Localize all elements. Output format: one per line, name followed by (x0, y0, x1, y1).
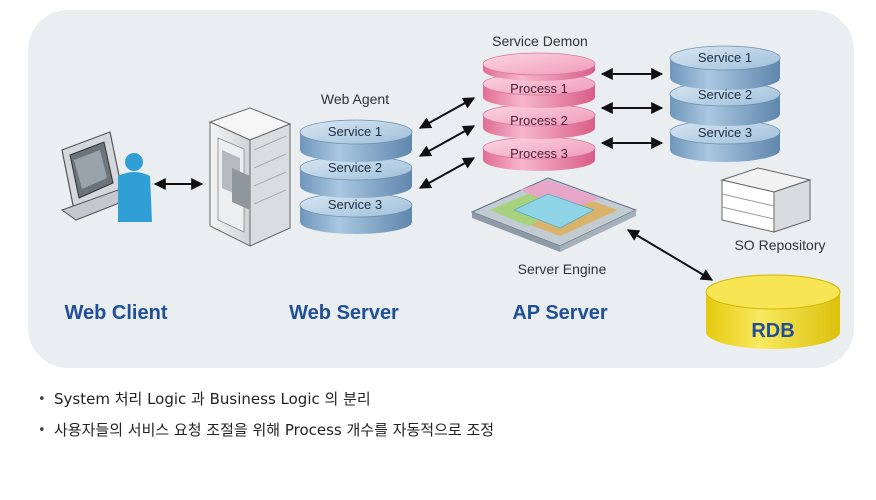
so-repository-icon (720, 167, 812, 233)
server-engine-icon (470, 177, 638, 252)
agent-process-arrow-1 (418, 97, 476, 129)
architecture-diagram: Web Agent Service 1 Service 2 Service 3 … (28, 10, 854, 368)
agent-process-arrow-2 (418, 125, 476, 157)
right-service-1: Service 1 (698, 50, 752, 65)
process-1: Process 1 (510, 81, 568, 96)
rdb-label: RDB (751, 320, 794, 342)
service-demon-label: Service Demon (492, 33, 588, 49)
web-agent-cylinders (299, 119, 413, 234)
web-client-title: Web Client (65, 302, 168, 324)
right-service-3: Service 3 (698, 125, 752, 140)
process-cylinders (482, 52, 596, 171)
web-agent-label: Web Agent (321, 91, 389, 107)
engine-rdb-arrow (626, 229, 714, 281)
right-service-cylinders (669, 45, 781, 162)
ap-server-title: AP Server (512, 302, 607, 324)
web-server-title: Web Server (289, 302, 399, 324)
right-service-2: Service 2 (698, 87, 752, 102)
server-engine-label: Server Engine (518, 261, 607, 277)
web-server-icon (208, 107, 292, 247)
note-item: 사용자들의 서비스 요청 조절을 위해 Process 개수를 자동적으로 조정 (38, 415, 494, 446)
process-3: Process 3 (510, 146, 568, 161)
rdb-cylinder (705, 274, 841, 349)
web-agent-service-1: Service 1 (328, 124, 382, 139)
web-agent-service-3: Service 3 (328, 197, 382, 212)
note-item: System 처리 Logic 과 Business Logic 의 분리 (38, 384, 494, 415)
process-2: Process 2 (510, 113, 568, 128)
notes-list: System 처리 Logic 과 Business Logic 의 분리 사용… (38, 384, 494, 446)
web-agent-service-2: Service 2 (328, 160, 382, 175)
agent-process-arrow-3 (418, 157, 476, 189)
so-repository-label: SO Repository (734, 237, 825, 253)
web-client-icon (60, 131, 152, 222)
